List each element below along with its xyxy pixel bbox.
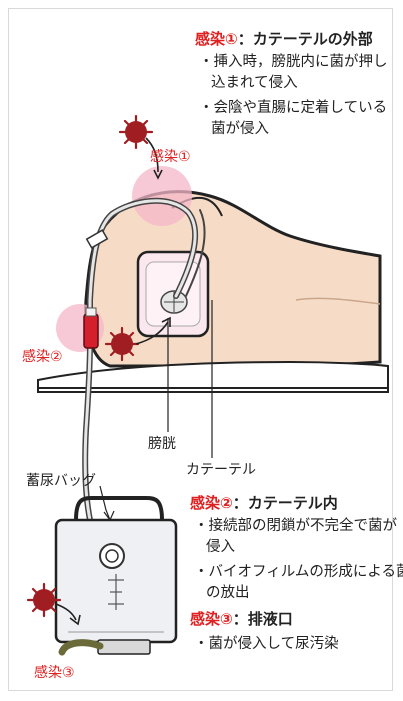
infection1-area — [132, 166, 192, 226]
label-bladder: 膀胱 — [148, 433, 176, 453]
infection1-bullet-1-cont: 込まれて侵入 — [211, 73, 298, 94]
urine-bag — [56, 498, 176, 654]
bladder-region — [138, 252, 208, 336]
infection2-bullet-1-cont: 侵入 — [206, 537, 235, 558]
infection2-title: 感染②：カテーテル内 — [190, 492, 338, 513]
label-infection1: 感染① — [150, 146, 191, 166]
infection2-bullet-2-cont: の放出 — [206, 583, 250, 604]
infection1-bullet-1: ・挿入時，膀胱内に菌が押し — [199, 52, 388, 73]
infection2-number: 感染② — [190, 494, 233, 512]
infection1-bullet-2: ・会陰や直腸に定着している — [199, 98, 387, 119]
label-urine-bag: 蓄尿バッグ — [26, 470, 96, 490]
infection3-number: 感染③ — [190, 610, 233, 628]
infection3-location: ：排液口 — [233, 610, 293, 628]
label-infection3: 感染③ — [34, 662, 75, 682]
infection1-bullet-2-cont: 菌が侵入 — [211, 119, 269, 140]
infection1-title: 感染①：カテーテルの外部 — [195, 28, 373, 49]
infection2-location: ：カテーテル内 — [233, 494, 338, 512]
infection1-number: 感染① — [195, 30, 238, 48]
infection3-bullet-1: ・菌が侵入して尿汚染 — [194, 634, 339, 655]
infection2-bullet-2: ・バイオフィルムの形成による菌 — [194, 562, 403, 583]
infection1-location: ：カテーテルの外部 — [238, 30, 373, 48]
catheter-connector — [84, 308, 98, 348]
label-infection2: 感染② — [22, 346, 63, 366]
label-catheter: カテーテル — [186, 459, 256, 479]
infection2-bullet-1: ・接続部の閉鎖が不完全で菌が — [194, 516, 397, 537]
infection3-title: 感染③：排液口 — [190, 608, 293, 629]
